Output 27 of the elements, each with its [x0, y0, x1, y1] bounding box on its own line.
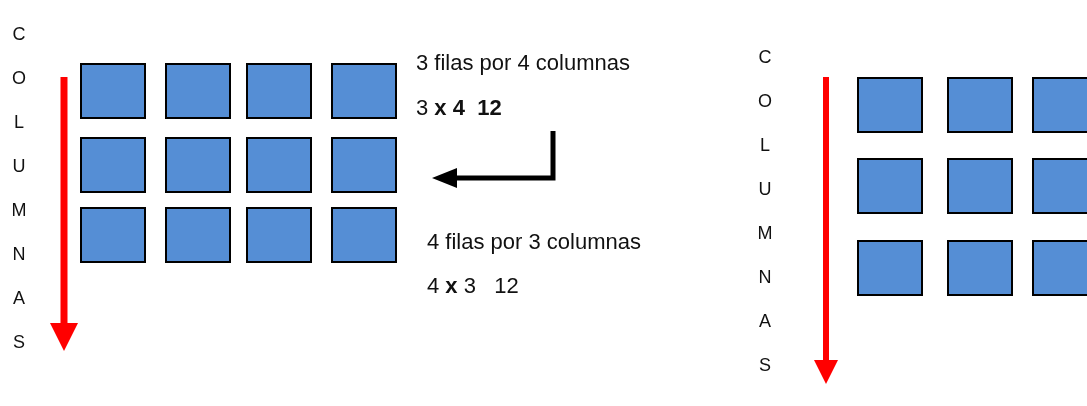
vertical-word: COLUMNAS [10, 24, 28, 376]
caption-text: 4 filas por 3 columnas [427, 229, 641, 255]
square [1032, 240, 1087, 296]
multiplication-text: 4 x 3 12 [427, 273, 519, 299]
vertical-word: COLUMNAS [756, 47, 774, 399]
square [246, 207, 312, 263]
square [165, 63, 231, 119]
square [165, 207, 231, 263]
square [1032, 77, 1087, 133]
square [80, 63, 146, 119]
square [947, 77, 1013, 133]
square [246, 63, 312, 119]
square [857, 77, 923, 133]
square [80, 137, 146, 193]
multiplication-text: 3 x 4 12 [416, 95, 502, 121]
square [947, 158, 1013, 214]
caption-text: 3 filas por 4 columnas [416, 50, 630, 76]
square [1032, 158, 1087, 214]
square [947, 240, 1013, 296]
square [246, 137, 312, 193]
square [165, 137, 231, 193]
square [331, 137, 397, 193]
square [331, 207, 397, 263]
square [857, 158, 923, 214]
square [80, 207, 146, 263]
square [331, 63, 397, 119]
square [857, 240, 923, 296]
